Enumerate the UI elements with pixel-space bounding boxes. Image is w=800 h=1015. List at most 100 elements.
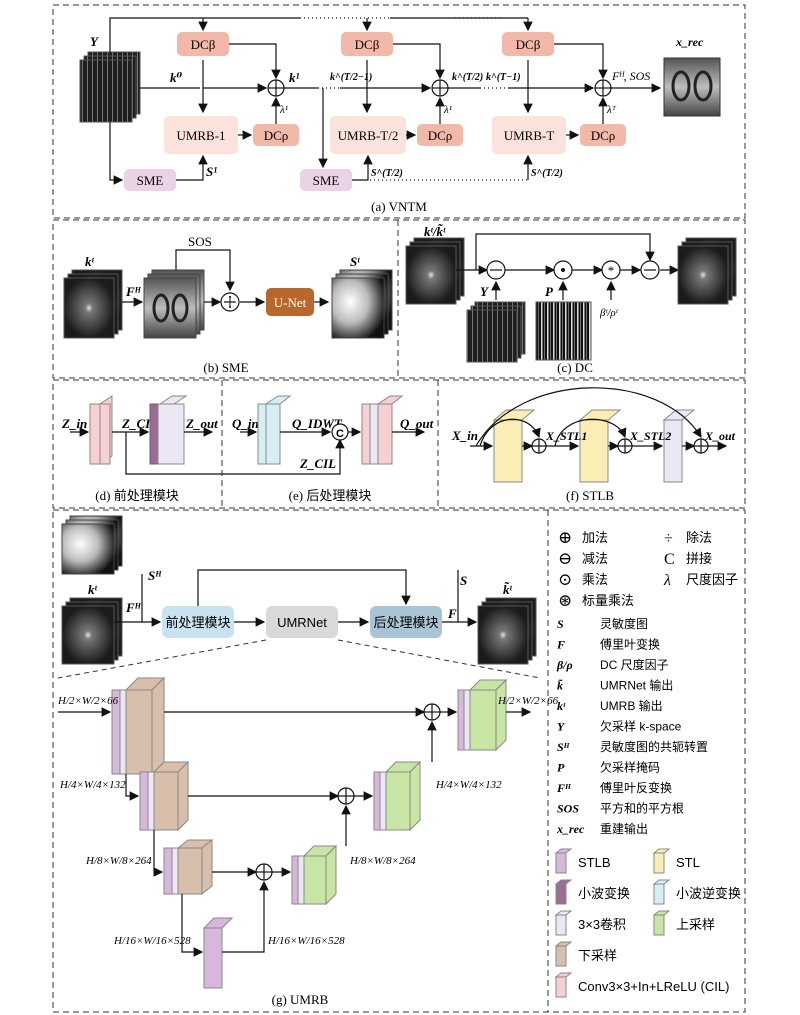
legend-swatch-conv [555,914,567,936]
umrb-T: UMRB-T [492,116,566,154]
vntm-xrec-label: x_rec [675,35,704,49]
dc-beta-2-label: DCβ [355,37,380,52]
umrb-output-stack [477,597,537,665]
dc-y-stack [466,301,526,363]
sme-box-1: SME [124,169,176,191]
legend-swatch-top [554,910,573,916]
vntm-k1-label: k¹ [289,70,300,85]
vntm-s1-label: S¹ [206,164,217,179]
legend-var-symbol: x_rec [556,822,585,836]
stlb-caption: (f) STLB [566,488,614,503]
legend-var-symbol: P [557,761,565,775]
umrb-kt-stack [61,597,123,665]
dc-rho-2-box [417,124,463,146]
dc-rho-3-label: DCρ [591,128,616,143]
sme-fh-label: Fᴴ [125,284,142,299]
umrnet-bottleneck [202,917,234,989]
vntm-dotted [300,17,528,181]
legend-block-label: STLB [578,855,611,870]
legend-var-label: 傅里叶反变换 [600,780,672,795]
pre-cil-block [89,395,113,465]
post-cil-block [361,395,404,465]
umrb-zoom-lines [57,639,541,679]
legend-swatch-up [653,914,665,936]
legend-block-label: 小波逆变换 [676,886,741,901]
dc-rho-1-label: DCρ [264,128,289,143]
sme-2-box [300,169,352,191]
vntm-lambda1-label-1: λ¹ [279,104,288,116]
legend-var-symbol: β/ρ [556,658,573,672]
legend-op-symbol: ⊖ [558,549,572,568]
sme-box-2: SME [300,169,352,191]
sme-divide-op [220,292,240,312]
dc-p-label: P [545,284,554,299]
legend-var-label: 灵敏度图 [600,616,648,631]
umrb-post-label: 后处理模块 [373,615,438,630]
pre-caption: (d) 前处理模块 [95,488,178,503]
umrnet-dec1 [457,678,508,752]
umrnet-dec3 [291,844,338,906]
legend-var-symbol: k̃ [557,678,563,693]
legend-op-label: 尺度因子 [686,572,738,587]
umrb-dim1-out: H/2×W/2×66 [497,695,559,707]
pre-wavelet-block [149,395,188,465]
vntm-k0-label: k⁰ [170,70,183,85]
panel-borders [52,4,746,1013]
dc-subtract-1 [486,260,506,280]
dc-mask-image [535,301,592,361]
umrb-umrnet-label: UMRNet [277,615,327,630]
legend-swatch-top [652,848,671,854]
legend-block-label: 上采样 [676,917,715,932]
legend-swatch-top [554,972,573,978]
legend-var-symbol: Fᴴ [556,781,571,795]
umrb-ktilde-label: k̃ᵗ [503,582,513,597]
dc-beta-3-label: DCβ [516,37,541,52]
stlb-conv-block [662,409,696,483]
unet-box: U-Net [266,288,314,316]
dc-subtract-2 [640,260,660,280]
legend-swatch-top [554,848,573,854]
legend-op-label: 除法 [686,530,712,545]
dc-y-label: Y [480,284,489,299]
dc-rho-3-box [580,124,626,146]
legend-var-symbol: SOS [557,802,579,816]
umrb-dim3-in: H/8×W/8×264 [85,855,152,867]
sme-kt-stack [63,269,123,339]
legend-var-label: 欠采样掩码 [600,760,660,775]
umrb-dim4-out: H/16×W/16×528 [267,935,345,947]
vntm-lambda1-label-2: λ¹ [443,104,452,116]
dc-input-label: kᵗ/k̃ᵗ [424,224,446,239]
legend-swatch-wavelet [555,883,567,905]
stlb-xout-label: X_out [704,429,736,443]
legend-swatch-top [652,879,671,885]
legend-var-symbol: kᵗ [557,699,566,713]
legend-op-label: 标量乘法 [582,593,634,608]
legend-var-symbol: S [557,617,564,631]
legend-swatch-cil [555,976,567,998]
post-zcil-label: Z_CIL [299,456,336,471]
dc-output-stack [677,237,737,305]
unet-label: U-Net [274,295,307,310]
dc-scalar-multiply: * [601,260,621,280]
dc-beta-1-label: DCβ [191,37,216,52]
legend-op-symbol: ⊕ [558,528,572,547]
umrnet-enc2 [139,760,190,832]
umrb-fh-label: Fᴴ [125,600,142,615]
dc-beta-2: DCβ [341,32,393,56]
umrb-T-box [492,116,566,154]
umrnet-enc1 [111,676,166,776]
panel-dc: kᵗ/k̃ᵗ * Y P βᵗ/ρᵗ [405,224,737,375]
stlb-xstl1-label: X_STL1 [545,429,587,443]
umrb-sens-stack [61,515,123,575]
umrb-half-label: UMRB-T/2 [338,128,399,143]
vntm-y-label: Y [90,34,99,49]
xrec-image [663,57,721,117]
legend-var-label: 灵敏度图的共轭转置 [600,739,708,754]
dc-beta-3: DCβ [502,32,554,56]
legend-block-label: 下采样 [578,948,617,963]
svg-text:C: C [336,428,344,440]
legend-block-label: 小波变换 [578,886,630,901]
panel-pre: Z_in Z_CIL Z_out (d) 前处理模块 [61,395,345,503]
panel-umrb: Sᴴ kᵗ Fᴴ 前处理模块 UMRNet 后处理模块 S F k̃ᵗ [57,515,559,1007]
dc-rho-3: DCρ [580,124,626,146]
